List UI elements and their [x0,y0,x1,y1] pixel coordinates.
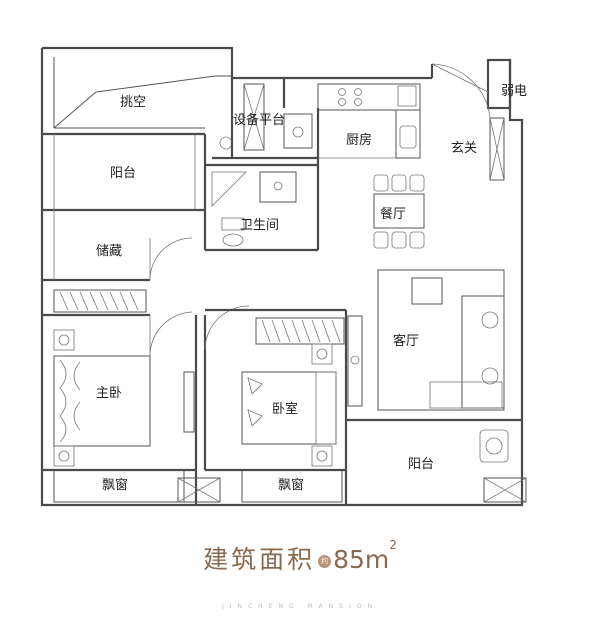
bathroom [205,163,318,252]
dining-table [373,174,425,249]
label-bedroom: 卧室 [272,401,298,417]
label-bathroom: 卫生间 [240,218,279,233]
storage [42,210,193,282]
floor-plan: 挑空 设备平台 厨房 弱电 玄关 阳台 卫生间 餐厅 储藏 客厅 主卧 卧室 飘… [40,46,527,507]
entrance-door [431,63,505,181]
balcony-bottom [479,429,509,463]
area-unit-superscript: 2 [389,538,397,552]
area-label: 建筑面积 [203,545,316,574]
room-labels: 挑空 设备平台 厨房 弱电 玄关 阳台 卫生间 餐厅 储藏 客厅 主卧 卧室 飘… [96,84,527,493]
label-bay-window-2: 飘窗 [278,477,304,493]
label-storage: 储藏 [96,244,122,259]
area-value: 85m [333,545,390,574]
living-room [346,269,522,422]
label-dining: 餐厅 [380,206,406,222]
bedroom [204,305,363,505]
balcony-top [42,134,207,250]
label-balcony-top: 阳台 [110,166,136,181]
label-living-room: 客厅 [393,333,419,349]
brand-subtitle: JINCHENG MANSION [221,603,379,610]
label-weak-current: 弱电 [501,84,527,99]
bay-windows [42,468,527,503]
label-kitchen: 厨房 [346,132,372,148]
label-bay-window-1: 飘窗 [102,477,128,493]
outer-walls [40,46,524,507]
approx-badge: 约 [318,555,332,568]
void-area [42,57,232,136]
equipment-platform [212,78,318,160]
kitchen [316,83,421,250]
label-master-bedroom: 主卧 [96,386,122,401]
master-bedroom [42,289,207,505]
label-equipment-platform: 设备平台 [233,112,285,128]
label-void: 挑空 [120,95,146,110]
label-balcony-bottom: 阳台 [408,457,434,472]
label-entrance: 玄关 [451,141,477,156]
